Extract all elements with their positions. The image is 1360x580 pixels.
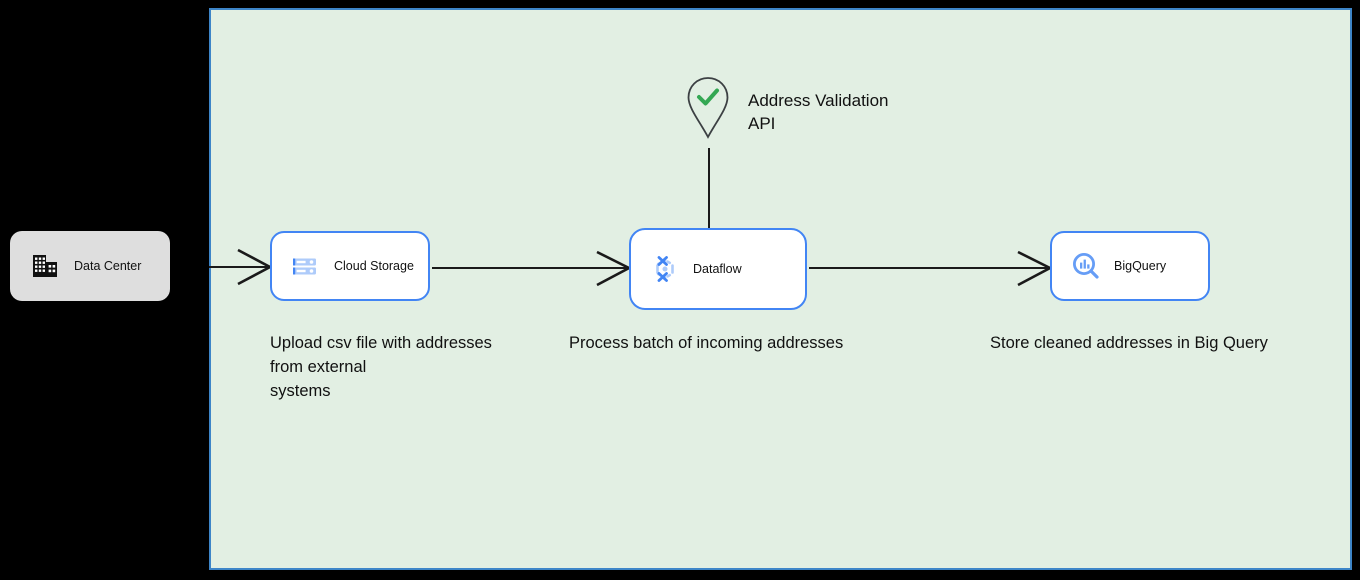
caption-dataflow: Process batch of incoming addresses [569, 334, 844, 352]
dataflow-icon [656, 256, 674, 282]
caption-bigquery: Store cleaned addresses in Big Query [990, 334, 1268, 352]
node-data-center-label: Data Center [74, 259, 142, 273]
cloud-storage-icon [293, 258, 316, 275]
node-bigquery[interactable]: BigQuery [1050, 231, 1210, 301]
node-data-center[interactable]: Data Center [10, 231, 170, 301]
node-dataflow-label: Dataflow [693, 262, 742, 276]
bigquery-icon [1072, 252, 1099, 279]
node-cloud-storage-label: Cloud Storage [334, 259, 414, 273]
data-center-building-icon [33, 255, 57, 277]
node-dataflow[interactable]: Dataflow [629, 228, 807, 310]
node-address-validation-api[interactable] [686, 76, 730, 140]
caption-cloud-storage: Upload csv file with addresses from exte… [270, 334, 492, 400]
node-cloud-storage[interactable]: Cloud Storage [270, 231, 430, 301]
map-pin-check-icon [687, 77, 729, 139]
node-bigquery-label: BigQuery [1114, 259, 1167, 273]
node-address-validation-api-label: Address Validation API [748, 91, 889, 133]
